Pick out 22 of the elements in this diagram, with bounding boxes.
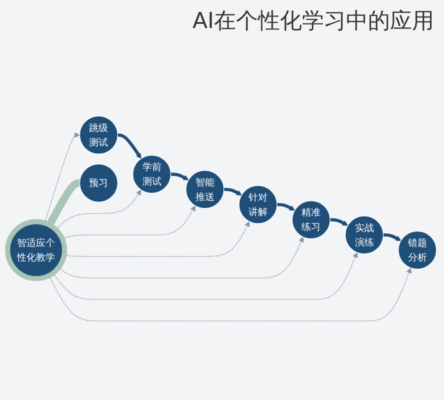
- arrow: [382, 232, 402, 240]
- node-circle: 针对讲解: [238, 184, 278, 224]
- arrow: [48, 267, 412, 321]
- arrow: [58, 236, 304, 278]
- arrow: [117, 132, 142, 158]
- node-circle: 智适应个性化教学: [5, 218, 68, 281]
- node-circle: 实战演练: [345, 215, 384, 254]
- node-circle: 跳级测试: [79, 115, 118, 154]
- arrow: [276, 202, 295, 210]
- diagram-title: AI在个性化学习中的应用: [192, 8, 434, 36]
- arrow: [224, 187, 242, 195]
- node-circle: 智能推送: [186, 170, 224, 208]
- arrow: [44, 132, 80, 223]
- arrow: [52, 252, 358, 300]
- node-circle: 精准练习: [292, 200, 330, 239]
- node-circle: 学前测试: [132, 154, 172, 194]
- arrow: [330, 218, 348, 226]
- arrow: [56, 189, 142, 230]
- node-circle: 预习: [79, 163, 118, 202]
- node-circle: 错题分析: [398, 230, 437, 269]
- arrow: [170, 172, 189, 180]
- arrow: [62, 205, 196, 240]
